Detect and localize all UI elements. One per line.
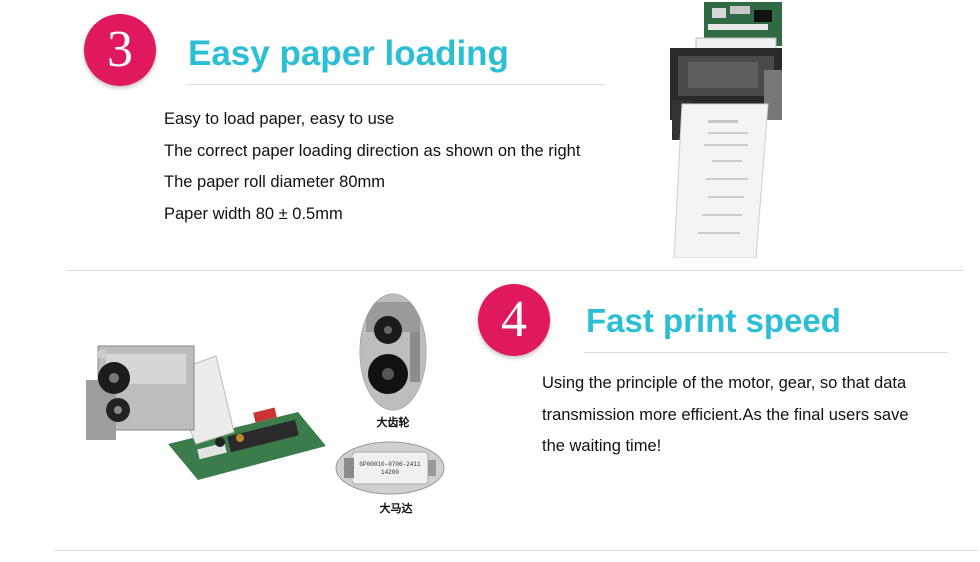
section-3-title: Easy paper loading [188, 34, 509, 73]
section-4-line: Using the principle of the motor, gear, … [542, 374, 907, 392]
gear-caption: 大齿轮 [376, 417, 410, 429]
section-3-line: The correct paper loading direction as s… [164, 141, 581, 160]
section-divider [66, 270, 964, 271]
motor-closeup-photo: GP00010-0706-2411 14200 [335, 441, 445, 495]
motor-label-text-1: GP00010-0706-2411 [359, 461, 421, 468]
section-3-number-badge: 3 [84, 14, 156, 86]
section-4-number-badge: 4 [478, 284, 550, 356]
section-4-title: Fast print speed [586, 302, 841, 339]
printer-mechanism-photo [86, 345, 326, 480]
gear-closeup-photo [359, 293, 427, 411]
section-3-title-underline [186, 84, 604, 85]
section-3-description: Easy to load paper, easy to use The corr… [164, 104, 580, 230]
motor-label-text-2: 14200 [381, 469, 399, 476]
section-4-line: transmission more efficient.As the final… [542, 405, 909, 424]
section-4-description: Using the principle of the motor, gear, … [542, 368, 909, 463]
section-4-line: the waiting time! [542, 437, 662, 455]
section-4-title-underline [584, 352, 948, 353]
motor-caption: 大马达 [379, 503, 413, 515]
section-3-line: Easy to load paper, easy to use [164, 110, 395, 128]
printer-paper-loading-photo [670, 2, 782, 258]
section-3-line: Paper width 80 ± 0.5mm [164, 204, 343, 223]
bottom-divider [54, 550, 978, 551]
section-3-line: The paper roll diameter 80mm [164, 173, 386, 191]
